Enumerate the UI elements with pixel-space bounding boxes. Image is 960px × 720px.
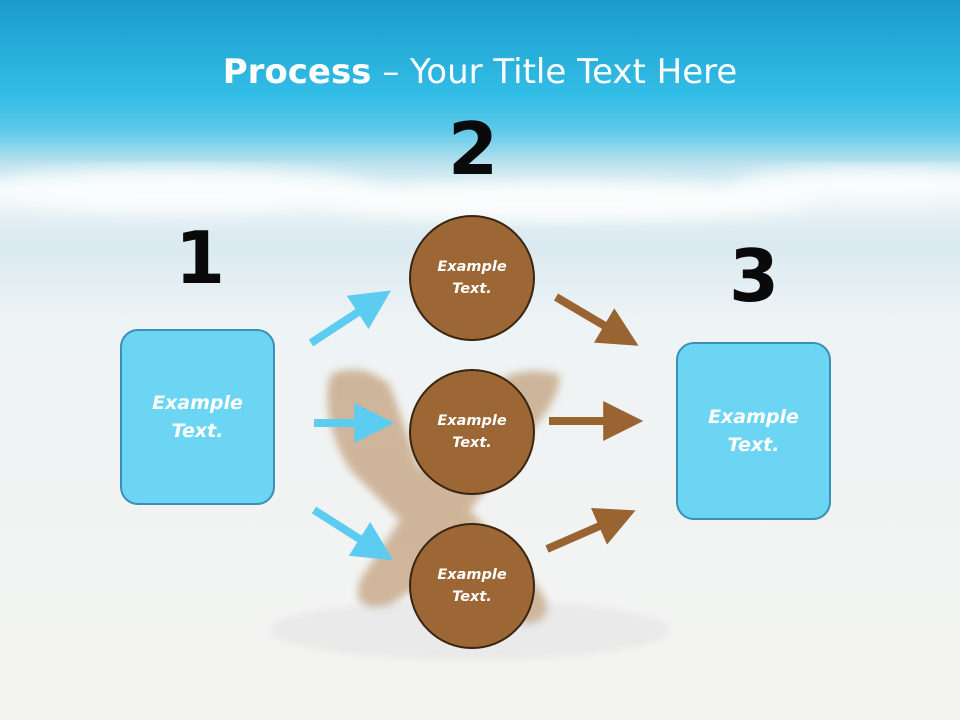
step-number-2: 2 bbox=[447, 107, 499, 191]
title-bold: Process bbox=[222, 52, 372, 92]
circle-middle: Example Text. bbox=[409, 369, 535, 495]
circle-bottom-text: Example Text. bbox=[437, 566, 507, 605]
step-3-box: Example Text. bbox=[676, 342, 831, 520]
circle-middle-text: Example Text. bbox=[437, 412, 507, 451]
arrow-brown-down bbox=[553, 293, 639, 346]
slide-title: Process – Your Title Text Here bbox=[0, 52, 960, 92]
title-rest: – Your Title Text Here bbox=[371, 52, 738, 92]
step-number-1: 1 bbox=[174, 216, 226, 300]
step-number-3: 3 bbox=[728, 234, 780, 318]
circle-top: Example Text. bbox=[409, 215, 535, 341]
arrow-blue-up bbox=[308, 290, 392, 347]
circle-top-text: Example Text. bbox=[437, 258, 507, 297]
arrow-brown-up bbox=[545, 507, 636, 553]
arrow-blue-down bbox=[311, 506, 394, 561]
step-1-box: Example Text. bbox=[120, 329, 275, 505]
step-1-text: Example Text. bbox=[152, 391, 243, 443]
circle-bottom: Example Text. bbox=[409, 523, 535, 649]
step-3-text: Example Text. bbox=[708, 405, 799, 457]
